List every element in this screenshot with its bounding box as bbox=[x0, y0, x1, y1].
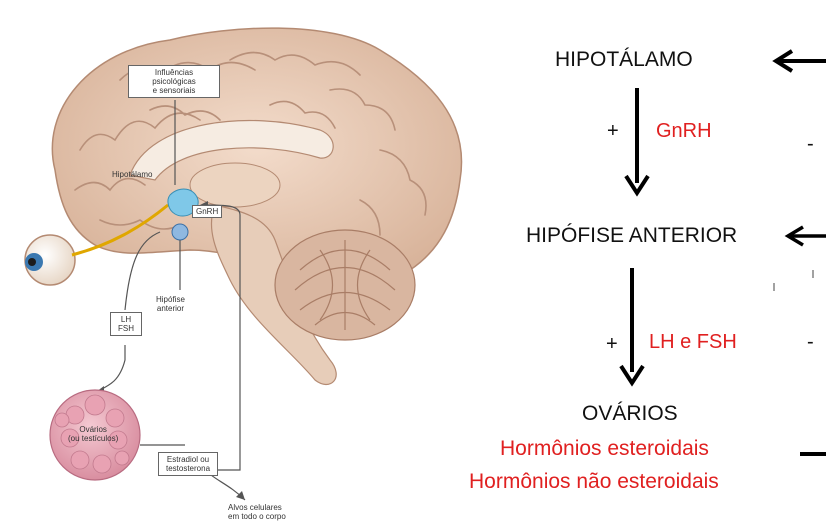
flow-gnrh: GnRH bbox=[656, 120, 712, 143]
minus-sign-1: - bbox=[807, 133, 814, 156]
plus-sign-1: + bbox=[607, 120, 619, 143]
flow-steroidal-hormones: Hormônios esteroidais bbox=[500, 437, 709, 461]
flow-lh-fsh: LH e FSH bbox=[649, 331, 737, 354]
down-arrow-1 bbox=[626, 88, 648, 193]
flow-ovaries: OVÁRIOS bbox=[582, 402, 678, 426]
plus-sign-2: + bbox=[606, 333, 618, 356]
flow-pituitary: HIPÓFISE ANTERIOR bbox=[526, 224, 737, 248]
minus-sign-2: - bbox=[807, 331, 814, 354]
down-arrow-2 bbox=[621, 268, 643, 383]
flow-non-steroidal-hormones: Hormônios não esteroidais bbox=[469, 470, 719, 494]
feedback-arrow-1 bbox=[776, 51, 826, 71]
flow-hypothalamus: HIPOTÁLAMO bbox=[555, 48, 693, 72]
feedback-arrow-2 bbox=[788, 227, 826, 245]
